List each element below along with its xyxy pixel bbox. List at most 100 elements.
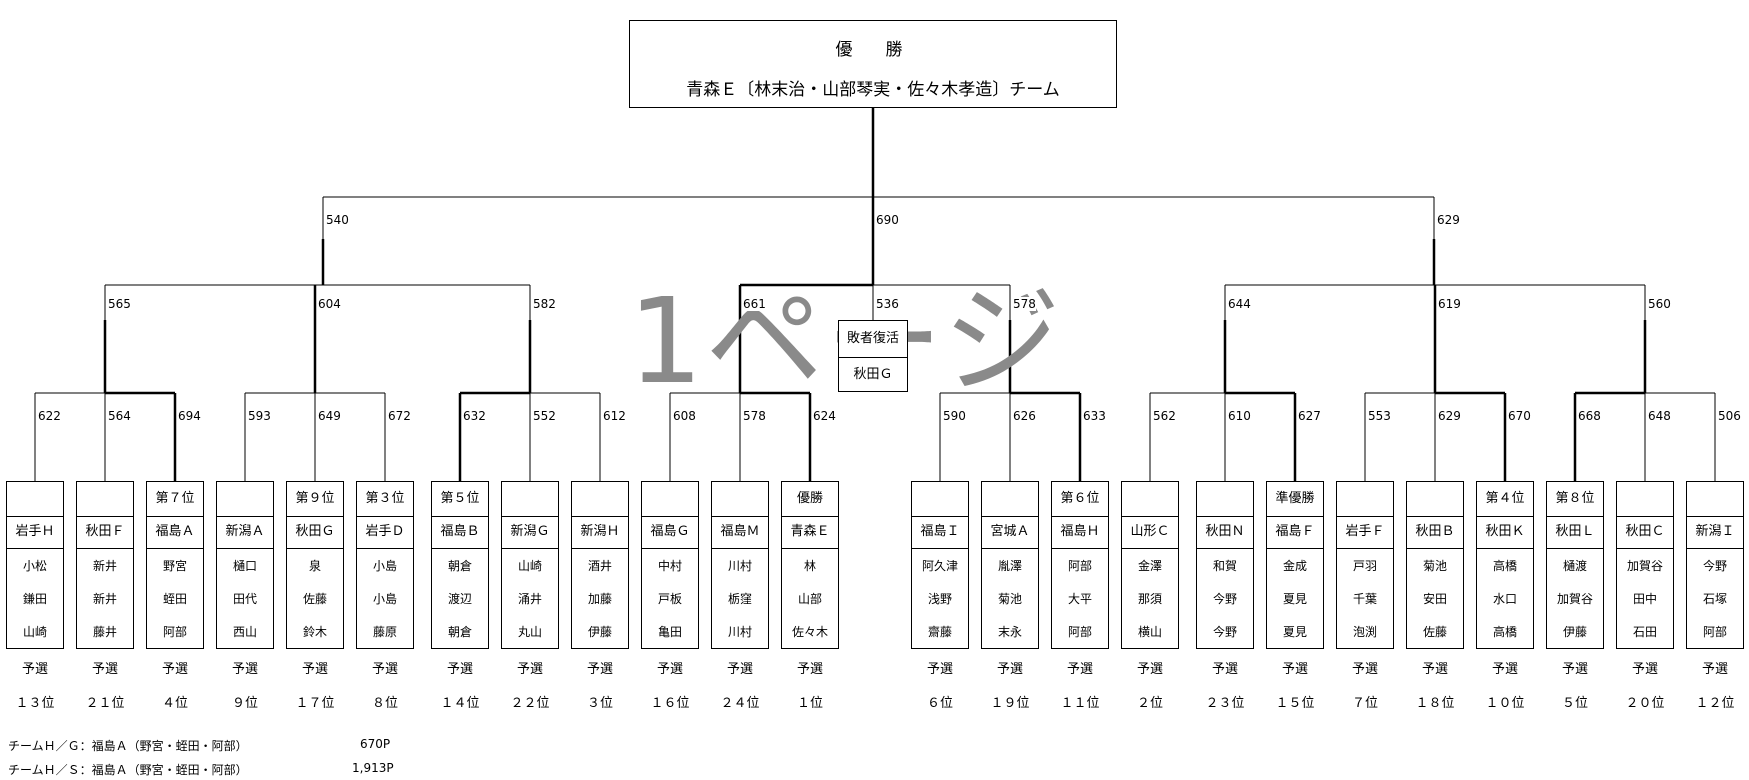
team-member: 高橋: [1492, 625, 1517, 639]
score-label: 590: [943, 409, 966, 423]
score-label: 670: [1508, 409, 1531, 423]
team-member: 夏見: [1282, 625, 1307, 639]
score-label: 593: [248, 409, 271, 423]
team-rank: [7, 482, 63, 517]
team-rank: [1617, 482, 1673, 517]
team-member: 夏見: [1282, 592, 1307, 606]
team-name: 秋田Ｂ: [1407, 516, 1463, 549]
score-label: 661: [743, 297, 766, 311]
score-label: 578: [1013, 297, 1036, 311]
team-stage: 予選: [1281, 662, 1308, 677]
team-member: 佐々木: [791, 625, 828, 639]
champion-box: 優 勝 青森Ｅ〔林末治・山部琴実・佐々木孝造〕チーム: [629, 20, 1117, 108]
team-member: 石田: [1632, 625, 1657, 639]
team-place: ６位: [926, 696, 953, 711]
team-rank: 第５位: [432, 482, 488, 517]
team-member: 新井: [92, 592, 117, 606]
team-member: 大平: [1067, 592, 1092, 606]
team-member: 小島: [372, 559, 397, 573]
team-member: 渡辺: [447, 592, 472, 606]
team-member: 田代: [232, 592, 257, 606]
score-label: 694: [178, 409, 201, 423]
team-member: 菊池: [997, 592, 1022, 606]
team-place: １１位: [1060, 696, 1100, 711]
team-rank: [1687, 482, 1743, 517]
team-place: １位: [796, 696, 823, 711]
score-label: 612: [603, 409, 626, 423]
team-member: 今野: [1212, 592, 1237, 606]
team-name: 宮城Ａ: [982, 516, 1038, 549]
team-name: 秋田Ｃ: [1617, 516, 1673, 549]
team-name: 福島Ｍ: [712, 516, 768, 549]
team-rank: [982, 482, 1038, 517]
team-place: ２０位: [1625, 696, 1665, 711]
team-member: 和賀: [1212, 559, 1237, 573]
team-stage: 予選: [656, 662, 683, 677]
team-stage: 予選: [231, 662, 258, 677]
team-stage: 予選: [516, 662, 543, 677]
team-name: 福島Ｂ: [432, 516, 488, 549]
team-member: 西山: [232, 625, 257, 639]
team-place: １２位: [1695, 696, 1735, 711]
team-name: 秋田Ｎ: [1197, 516, 1253, 549]
team-member: 胤澤: [997, 559, 1022, 573]
revival-team: 秋田Ｇ: [853, 367, 893, 382]
team-rank: [642, 482, 698, 517]
score-label: 626: [1013, 409, 1036, 423]
team-stage: 予選: [796, 662, 823, 677]
team-stage: 予選: [1701, 662, 1728, 677]
team-name: 青森Ｅ: [782, 516, 838, 549]
team-member: 野宮: [162, 559, 187, 573]
team-member: 田中: [1632, 592, 1657, 606]
team-rank: [712, 482, 768, 517]
team-place: ２１位: [85, 696, 125, 711]
team-place: ８位: [371, 696, 398, 711]
team-place: ３位: [586, 696, 613, 711]
score-label: 619: [1438, 297, 1461, 311]
team-member: 阿部: [1067, 625, 1092, 639]
team-place: ２２位: [510, 696, 550, 711]
team-member: 菊池: [1422, 559, 1447, 573]
score-label: 560: [1648, 297, 1671, 311]
team-box: 宮城Ａ 胤澤菊池末永: [981, 481, 1039, 649]
team-stage: 予選: [1491, 662, 1518, 677]
team-member: 山崎: [22, 625, 47, 639]
team-name: 新潟Ｇ: [502, 516, 558, 549]
team-stage: 予選: [726, 662, 753, 677]
team-rank: [217, 482, 273, 517]
team-member: 末永: [997, 625, 1022, 639]
team-member: 千葉: [1352, 592, 1377, 606]
score-label: 624: [813, 409, 836, 423]
team-name: 福島Ｇ: [642, 516, 698, 549]
team-member: 阿部: [1702, 625, 1727, 639]
team-stage: 予選: [1136, 662, 1163, 677]
team-rank: 第４位: [1477, 482, 1533, 517]
score-label: 506: [1718, 409, 1741, 423]
team-member: 那須: [1137, 592, 1162, 606]
team-member: 涌井: [517, 592, 542, 606]
team-member: 樋渡: [1562, 559, 1587, 573]
team-member: 伊藤: [587, 625, 612, 639]
score-label: 562: [1153, 409, 1176, 423]
team-member: 加賀谷: [1556, 592, 1593, 606]
team-member: 阿久津: [921, 559, 958, 573]
team-rank: [1197, 482, 1253, 517]
team-member: 伊藤: [1562, 625, 1587, 639]
team-member: 小松: [22, 559, 47, 573]
team-rank: [502, 482, 558, 517]
footer-line: チームＨ／Ｓ：福島Ａ（野宮・蛭田・阿部） 1,913P: [8, 761, 394, 777]
team-rank: 優勝: [782, 482, 838, 517]
